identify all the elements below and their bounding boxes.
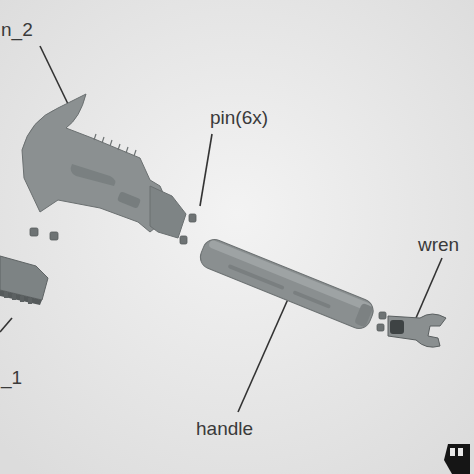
hammer-part-1 — [0, 256, 48, 305]
watermark-icon — [444, 444, 470, 474]
part-label: handle — [196, 419, 253, 438]
wrench — [388, 314, 446, 347]
handle-body — [197, 236, 377, 332]
part-label: pin(6x) — [210, 108, 268, 127]
part-label: n_2 — [1, 20, 33, 39]
hammer-head — [22, 94, 186, 238]
leader-lines — [0, 46, 442, 412]
part-label: _1 — [1, 368, 22, 387]
part-label: wren — [418, 235, 459, 254]
pins — [30, 214, 386, 331]
